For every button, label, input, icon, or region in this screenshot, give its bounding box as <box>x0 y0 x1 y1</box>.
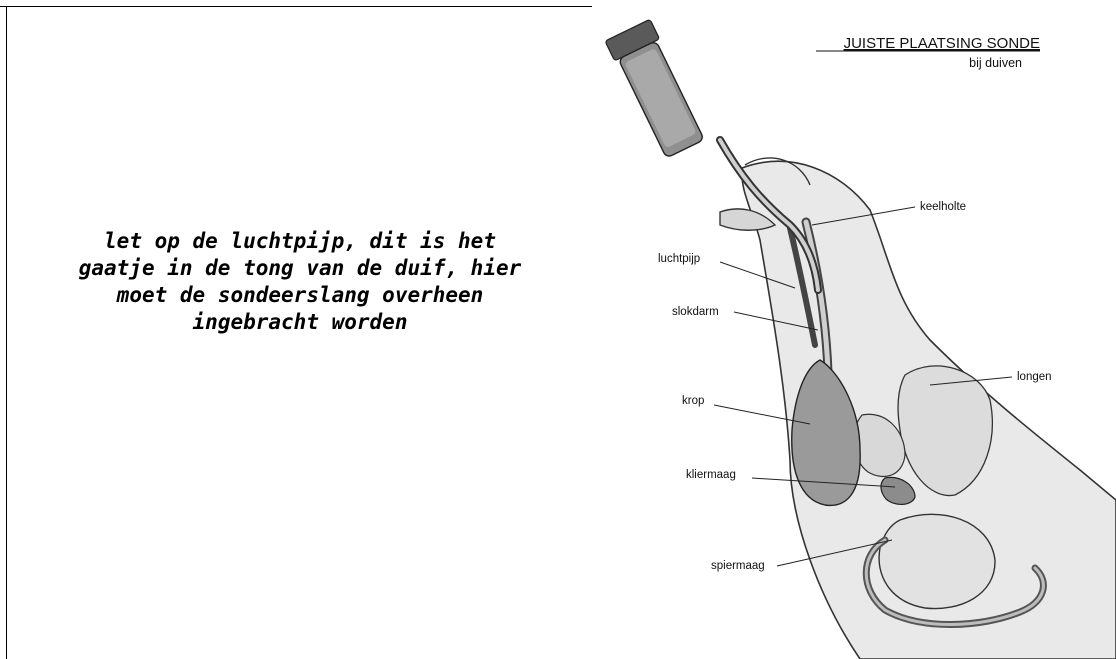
label-spiermaag: spiermaag <box>711 560 765 572</box>
frame-top-border <box>0 6 592 7</box>
label-luchtpijp: luchtpijp <box>658 253 700 265</box>
gizzard-shape <box>879 514 995 608</box>
diagram-title: JUISTE PLAATSING SONDE <box>844 35 1040 52</box>
label-krop: krop <box>682 395 704 407</box>
label-keelholte: keelholte <box>920 201 966 213</box>
instruction-note: let op de luchtpijp, dit is het gaatje i… <box>20 228 580 336</box>
label-longen: longen <box>1017 371 1052 383</box>
note-line-2: gaatje in de tong van de duif, hier <box>20 255 580 282</box>
diagram-subtitle: bij duiven <box>969 56 1022 70</box>
note-line-4: ingebracht worden <box>20 309 580 336</box>
pigeon-tube-feeding-diagram: JUISTE PLAATSING SONDE bij duiven keelho… <box>600 0 1116 659</box>
syringe-icon <box>605 19 708 160</box>
frame-left-border <box>6 6 7 659</box>
label-slokdarm: slokdarm <box>672 306 719 318</box>
note-line-1: let op de luchtpijp, dit is het <box>20 228 580 255</box>
label-kliermaag: kliermaag <box>686 469 736 481</box>
note-line-3: moet de sondeerslang overheen <box>20 282 580 309</box>
